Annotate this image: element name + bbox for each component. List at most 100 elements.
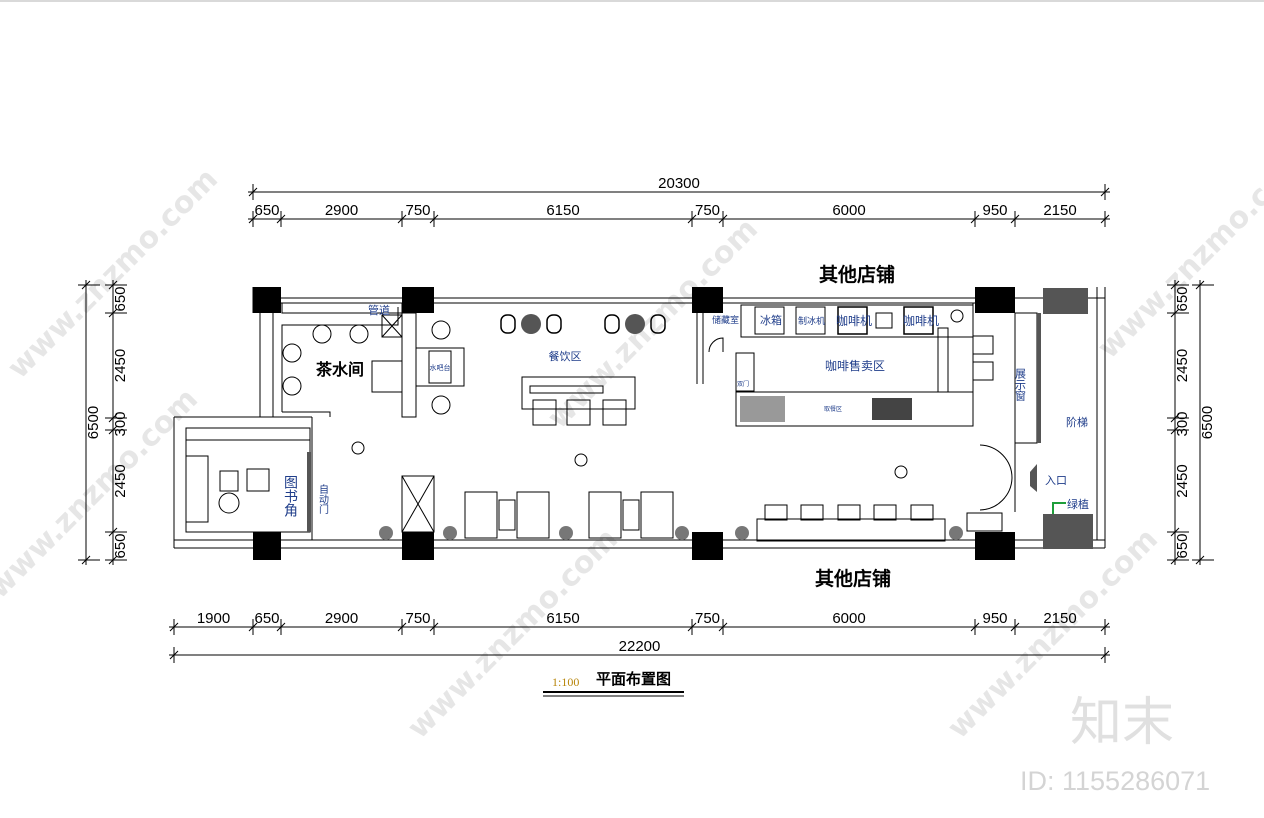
- drawing-title: 1:100 平面布置图: [543, 670, 684, 697]
- dimension-label: 750: [695, 202, 720, 219]
- dimension-line: [1195, 555, 1205, 565]
- dimension-line: [687, 622, 697, 632]
- storage-label: 储藏室: [712, 314, 739, 326]
- entrance-arrow-icon: [1030, 464, 1037, 492]
- pickup-label: 取餐区: [824, 405, 842, 413]
- dimension-line: [429, 214, 439, 224]
- dimension-label: 750: [405, 202, 430, 219]
- dimension-line: [397, 214, 407, 224]
- dimension-line: [108, 280, 118, 290]
- fridge-label: 冰箱: [760, 313, 782, 327]
- greenery-label: 绿植: [1067, 497, 1089, 511]
- column: [402, 287, 434, 313]
- dimension-line: [718, 214, 728, 224]
- dimension-line: [1195, 280, 1205, 290]
- dimension-label: 650: [112, 286, 129, 311]
- dimension-line: [1170, 527, 1180, 537]
- window-top-edge: [0, 0, 1264, 2]
- dimension-label: 20300: [658, 175, 700, 192]
- neighbor-label-bottom: 其他店铺: [815, 567, 891, 590]
- dimension-label: 2450: [112, 349, 129, 382]
- dimension-line: [1170, 555, 1180, 565]
- dimension-label: 6500: [1199, 406, 1216, 439]
- dimension-line: [81, 555, 91, 565]
- walls: [173, 287, 1106, 549]
- dimension-line: [687, 214, 697, 224]
- round-table: [521, 314, 541, 334]
- sofa-set: [464, 491, 674, 539]
- bar-counter: [521, 376, 636, 410]
- dimension-label: 950: [982, 202, 1007, 219]
- bar-stools: [756, 504, 946, 542]
- column: [975, 532, 1015, 560]
- watermark-id: ID: 1155286071: [1020, 766, 1210, 796]
- reading-corner: 图书角 自动门: [185, 427, 329, 533]
- dimension-line: [1010, 622, 1020, 632]
- tea-room-label: 茶水间: [315, 360, 364, 379]
- dimension-label: 6150: [546, 202, 579, 219]
- column: [402, 532, 434, 560]
- watermark-logo: 知末: [1070, 693, 1174, 753]
- dining-label: 餐饮区: [549, 349, 582, 363]
- dimension-line: [276, 622, 286, 632]
- entrance-area: 展示窗 阶梯 入口 绿植: [966, 288, 1093, 549]
- dimension-label: 650: [112, 533, 129, 558]
- dimension-line: [248, 214, 258, 224]
- tea-room: 管道 水吧台 茶水间: [281, 302, 465, 418]
- dimension-line: [248, 622, 258, 632]
- reading-corner-label: 图书角: [282, 475, 298, 518]
- dimension-line: [108, 555, 118, 565]
- neighbor-label-top: 其他店铺: [819, 263, 895, 286]
- dimension-label: 2150: [1043, 202, 1076, 219]
- dimension-label: 650: [254, 202, 279, 219]
- dimension-line: [1010, 214, 1020, 224]
- dimension-label: 650: [254, 610, 279, 627]
- display-window-label: 展示窗: [1014, 368, 1027, 402]
- ice-maker-label: 制冰机: [798, 315, 825, 327]
- scale-label: 1:100: [552, 675, 579, 689]
- dimension-label: 2900: [325, 610, 358, 627]
- dimension-line: [429, 622, 439, 632]
- coffee-machine-label: 咖啡机: [903, 313, 939, 328]
- dimension-line: [1100, 650, 1110, 660]
- coffee-sales-label: 咖啡售卖区: [825, 358, 885, 373]
- dining-area: 餐饮区: [351, 314, 963, 540]
- dimension-line: [108, 425, 118, 435]
- stairs-label: 阶梯: [1066, 415, 1088, 429]
- watermark-text: www.znzmo.com: [401, 522, 625, 746]
- coffee-machine-label: 咖啡机: [836, 313, 872, 328]
- dimension-label: 300: [112, 411, 129, 436]
- dimension-line: [718, 622, 728, 632]
- dimension-line: [81, 280, 91, 290]
- dimension-label: 650: [1174, 286, 1191, 311]
- dimension-line: [276, 214, 286, 224]
- double-door-label: 双门: [737, 380, 749, 388]
- dimension-line: [108, 308, 118, 318]
- dimension-line: [1170, 425, 1180, 435]
- dimension-line: [169, 650, 179, 660]
- pipe-label: 管道: [368, 303, 390, 317]
- dimension-line: [397, 622, 407, 632]
- dimension-label: 650: [1174, 533, 1191, 558]
- title-label: 平面布置图: [596, 670, 671, 688]
- column: [975, 287, 1015, 313]
- round-table: [625, 314, 645, 334]
- columns: [253, 287, 1015, 560]
- dimension-line: [1170, 308, 1180, 318]
- dimension-label: 300: [1174, 411, 1191, 436]
- coffee-area: 储藏室 冰箱 制冰机 咖啡机 咖啡机 双门 咖啡售卖区 取餐区: [696, 303, 994, 542]
- column: [253, 287, 281, 313]
- water-bar-label: 水吧台: [430, 363, 451, 372]
- dimension-label: 22200: [619, 638, 661, 655]
- plant-icon: [1043, 288, 1088, 314]
- dimension-line: [248, 187, 258, 197]
- dimension-label: 6500: [85, 406, 102, 439]
- dimension-label: 1900: [197, 610, 230, 627]
- column: [692, 532, 723, 560]
- dimension-label: 750: [695, 610, 720, 627]
- watermark-text: www.znzmo.com: [1091, 142, 1264, 366]
- dimension-line: [169, 622, 179, 632]
- dimension-line: [108, 527, 118, 537]
